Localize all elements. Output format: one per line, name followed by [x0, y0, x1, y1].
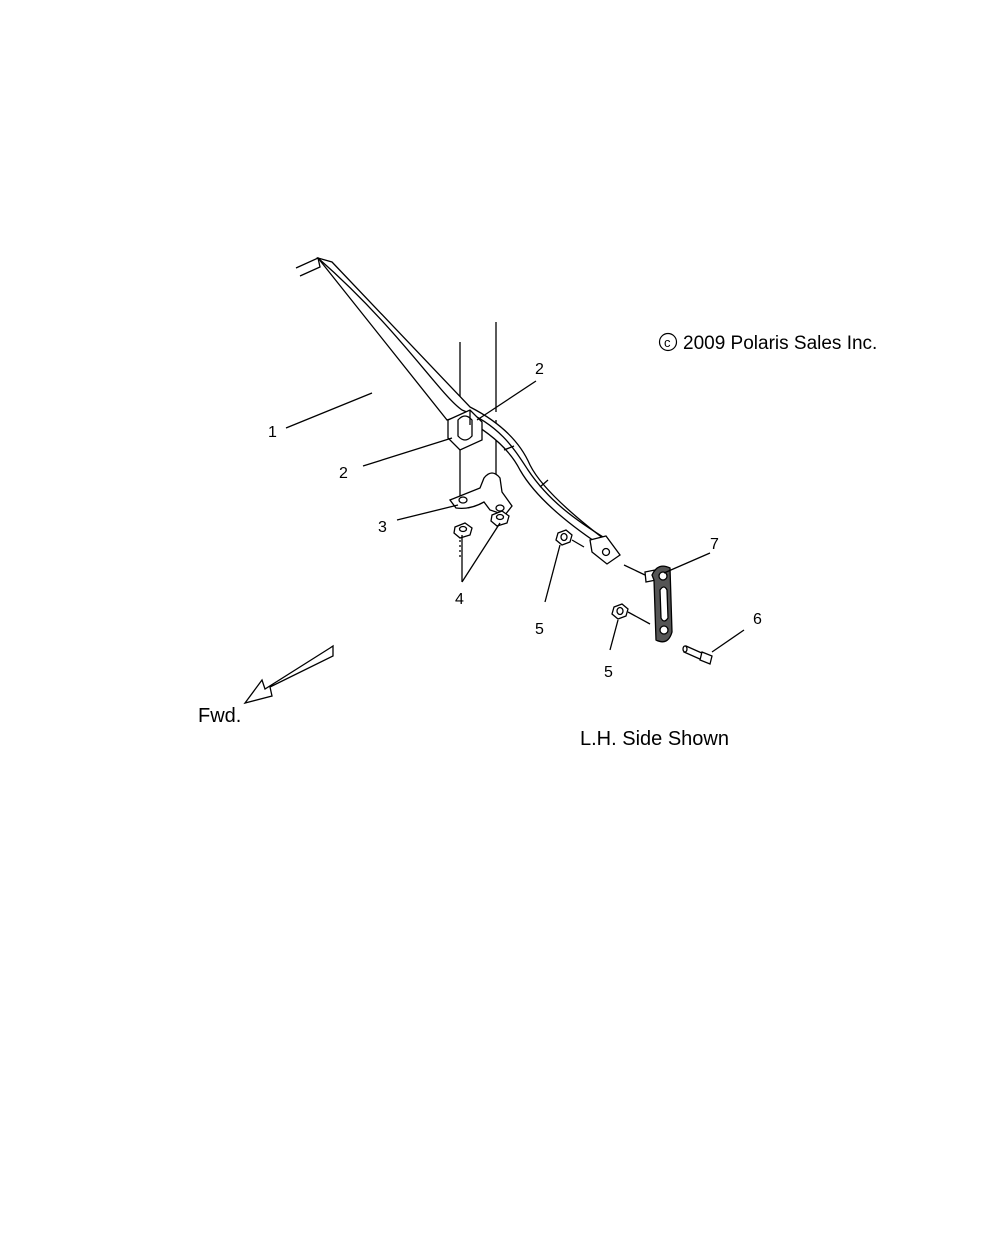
callout-5-right: 5: [604, 664, 613, 681]
callout-5-left: 5: [535, 621, 544, 638]
bushing: [447, 409, 483, 451]
clamp-nuts: [453, 510, 510, 539]
forward-arrow-icon: [243, 644, 334, 705]
callout-4: 4: [455, 591, 464, 608]
callout-2-top: 2: [535, 361, 544, 378]
nut-upper: [555, 529, 585, 548]
callout-1: 1: [268, 424, 277, 441]
copyright-text: 2009 Polaris Sales Inc.: [683, 333, 877, 354]
callout-3: 3: [378, 519, 387, 536]
callout-6: 6: [753, 611, 762, 628]
end-link: [623, 564, 673, 643]
nut-lower: [611, 603, 651, 625]
bolt: [682, 645, 713, 665]
callout-7: 7: [710, 536, 719, 553]
stabilizer-bar: [295, 256, 621, 565]
forward-label: Fwd.: [198, 705, 241, 727]
copyright-symbol: c: [664, 335, 671, 350]
side-note: L.H. Side Shown: [580, 728, 729, 750]
leader-lines: [285, 380, 745, 653]
clamp-bracket: [448, 472, 513, 516]
callout-2-left: 2: [339, 465, 348, 482]
copyright: c 2009 Polaris Sales Inc.: [658, 332, 877, 354]
